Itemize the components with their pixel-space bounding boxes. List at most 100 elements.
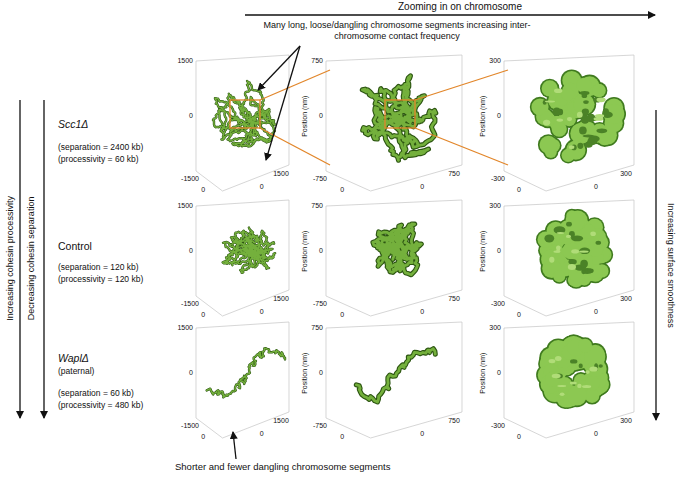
tick-label: 750 (448, 295, 460, 303)
tick-label: 0 (594, 183, 598, 191)
parameter-note: (separation = 2400 kb) (58, 142, 143, 152)
axis-title: Position (nm) (480, 230, 488, 271)
chromosome-model (530, 69, 626, 163)
axis-frame (196, 322, 289, 438)
annotation: Shorter and fewer dangling chromosome se… (175, 461, 390, 472)
surface-lobe (567, 386, 587, 406)
tick-label: 300 (489, 202, 501, 210)
surface-highlight (549, 257, 554, 263)
chromosome-renderings (207, 69, 626, 409)
tick-label: 750 (448, 417, 460, 425)
tick-label: 0 (189, 369, 193, 377)
tick-label: 1500 (177, 57, 193, 65)
zoom-line (415, 70, 508, 100)
chromatin-fiber (356, 349, 435, 402)
axis-title: Position (nm) (302, 95, 310, 136)
tick-label: 0 (517, 186, 521, 194)
surface-highlight (549, 359, 556, 363)
chromatin-fiber (373, 224, 421, 275)
zoom-box (385, 100, 415, 128)
surface-highlight (590, 232, 596, 237)
surface-hole (580, 260, 588, 268)
surface-lobe (545, 372, 560, 387)
surface-hole (581, 270, 585, 274)
surface-hole (552, 108, 561, 116)
trend-label: Increasing surface smoothness (665, 203, 676, 328)
axis-frame (326, 55, 462, 191)
surface-hole (554, 226, 566, 234)
tick-label: 0 (260, 183, 264, 191)
axis-line (326, 55, 462, 191)
tick-label: -750 (313, 422, 327, 430)
parameter-note: (processivity = 120 kb) (58, 274, 143, 284)
axis-line (504, 322, 634, 438)
surface-hole (587, 268, 593, 273)
surface-highlight (555, 356, 562, 361)
surface-highlight (569, 145, 575, 149)
surface-lobe (563, 113, 576, 126)
tick-label: 0 (420, 430, 424, 438)
surface-hole (596, 128, 607, 133)
tick-label: 0 (201, 433, 205, 441)
tick-label: 300 (620, 170, 632, 178)
chromosome-model (207, 348, 285, 397)
parameter-note: (separation = 120 kb) (58, 262, 139, 272)
axis-frame (196, 55, 289, 191)
tick-label: 0 (340, 433, 344, 441)
surface-lobe (566, 140, 585, 159)
tick-label: 0 (497, 369, 501, 377)
tick-label: 1500 (177, 202, 193, 210)
chromosome-model (373, 224, 421, 275)
surface-highlight (545, 100, 555, 102)
tick-label: 0 (340, 311, 344, 319)
surface-fill (538, 336, 609, 408)
surface-highlight (568, 264, 576, 270)
tick-label: 750 (311, 57, 323, 65)
surface-hole (579, 248, 590, 255)
trend-label: Increasing cohesin processivity (5, 196, 16, 321)
axis-frame (504, 200, 634, 316)
zoom-line (415, 128, 508, 165)
surface-lobe (566, 212, 585, 231)
chromatin-fiber (223, 228, 275, 273)
chromosome-model (356, 349, 435, 402)
tick-label: 0 (189, 247, 193, 255)
axis-title: Position (nm) (480, 352, 488, 393)
axis-line (504, 200, 634, 316)
tick-label: 0 (497, 247, 501, 255)
surface-highlight (552, 374, 561, 378)
parameter-note: (processivity = 60 kb) (58, 154, 139, 164)
parameter-note: (processivity = 480 kb) (58, 400, 143, 410)
surface-highlight (577, 384, 581, 388)
surface-highlight (557, 385, 566, 387)
surface-highlight (554, 251, 560, 253)
surface-hole (566, 222, 572, 227)
surface-fill (531, 71, 624, 162)
surface-highlight (557, 232, 564, 234)
surface-hole (582, 109, 589, 115)
surface-hole (543, 100, 547, 105)
surface-hole (544, 234, 554, 242)
tick-label: 0 (189, 112, 193, 120)
tick-label: 1500 (177, 324, 193, 332)
row-label: WaplΔ (58, 352, 89, 365)
surface-lobe (540, 136, 558, 154)
surface-highlight (566, 235, 571, 238)
chromatin-fiber (207, 348, 285, 397)
axis-line (196, 200, 289, 316)
tick-label: 0 (594, 430, 598, 438)
surface-hole (577, 143, 583, 149)
tick-label: -750 (313, 300, 327, 308)
zoom-indicators (230, 70, 508, 165)
tick-label: 1500 (273, 170, 289, 178)
pointer-arrow (266, 46, 300, 160)
tick-label: -750 (313, 175, 327, 183)
tick-label: 300 (620, 417, 632, 425)
row-label: Scc1Δ (58, 118, 88, 131)
surface-hole (570, 359, 577, 363)
tick-label: 0 (319, 247, 323, 255)
chromatin-fiber (223, 228, 275, 273)
chromosome-model (362, 76, 436, 161)
tick-label: 300 (489, 57, 501, 65)
